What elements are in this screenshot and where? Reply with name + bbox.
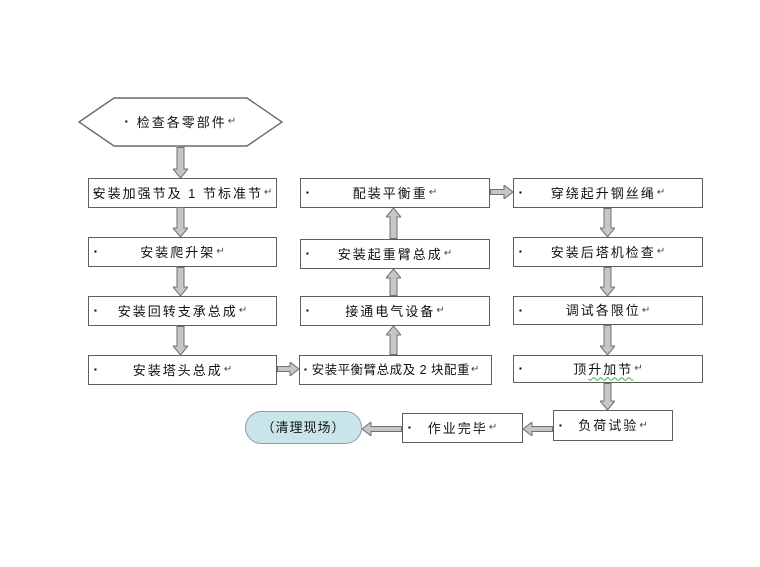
node-install-climb-frame: ▪ 安装爬升架 ↵ <box>88 237 277 267</box>
arrow-adjust-limits-to-jack-up <box>600 325 615 355</box>
arrow-post-install-check-to-adjust-limits <box>600 267 615 296</box>
arrow-load-test-to-work-done <box>523 422 553 436</box>
bullet-icon: ▪ <box>94 365 97 374</box>
bullet-icon: ▪ <box>94 247 97 256</box>
node-label: 安装起重臂总成 <box>337 246 443 262</box>
bullet-icon: ▪ <box>94 306 97 315</box>
node-label: 接通电气设备 <box>345 303 436 319</box>
bullet-icon: ▪ <box>306 188 309 197</box>
arrow-work-done-to-clean-site <box>362 422 402 436</box>
bullet-icon: ▪ <box>306 249 309 258</box>
node-label: 安装后塔机检查 <box>550 244 656 260</box>
node-install-jib: ▪ 安装起重臂总成 ↵ <box>300 239 490 269</box>
node-label: 穿绕起升钢丝绳 <box>550 185 656 201</box>
bullet-icon: ▪ <box>306 306 309 315</box>
return-mark: ↵ <box>436 305 445 316</box>
bullet-icon: ▪ <box>519 247 522 256</box>
node-work-done: ▪ 作业完毕 ↵ <box>402 413 523 443</box>
node-connect-electric: ▪ 接通电气设备 ↵ <box>300 296 490 326</box>
bullet-icon: ▪ <box>124 117 128 126</box>
return-mark: ↵ <box>639 419 648 431</box>
bullet-icon: ▪ <box>559 420 562 430</box>
return-mark: ↵ <box>656 246 666 257</box>
return-mark: ↵ <box>216 246 225 257</box>
return-mark: ↵ <box>443 248 453 259</box>
node-label: 配装平衡重 <box>352 185 428 201</box>
node-label: 安装加强节及 1 节标准节 <box>92 185 264 201</box>
node-install-balance-arm: ▪ 安装平衡臂总成及 2 块配重 ↵ <box>299 355 492 385</box>
bullet-icon: ▪ <box>408 423 411 432</box>
node-jack-up: ▪ 顶升加节 ↵ <box>513 355 703 383</box>
node-label: 安装平衡臂总成及 2 块配重 <box>311 362 470 377</box>
node-label: 负荷试验 <box>578 418 639 433</box>
return-mark: ↵ <box>227 116 237 127</box>
arrow-reeve-wire-rope-to-post-install-check <box>600 208 615 237</box>
return-mark: ↵ <box>428 187 438 198</box>
node-label: 检查各零部件 <box>136 114 227 130</box>
bullet-icon: ▪ <box>519 305 522 315</box>
node-label: 安装爬升架 <box>140 244 216 260</box>
node-install-slewing: ▪ 安装回转支承总成 ↵ <box>88 296 277 326</box>
return-mark: ↵ <box>471 364 480 375</box>
hexagon-shape <box>78 97 283 147</box>
arrow-jack-up-to-load-test <box>600 383 615 410</box>
bullet-icon: ▪ <box>94 188 97 197</box>
arrow-slewing-to-tower-head <box>173 326 188 355</box>
node-post-install-check: ▪ 安装后塔机检查 ↵ <box>513 237 703 267</box>
node-label-head: 顶 <box>573 361 589 377</box>
node-label: 安装回转支承总成 <box>117 303 238 319</box>
bullet-icon: ▪ <box>519 188 522 197</box>
arrow-check-parts-to-install-reinforce <box>173 147 188 178</box>
node-label: 作业完毕 <box>427 420 488 436</box>
return-mark: ↵ <box>634 363 643 374</box>
arrow-connect-electric-to-install-jib <box>386 269 401 296</box>
node-label: 调试各限位 <box>565 303 641 318</box>
return-mark: ↵ <box>238 305 248 316</box>
arrow-climb-frame-to-slewing <box>173 267 188 296</box>
node-load-test: ▪ 负荷试验 ↵ <box>553 410 673 441</box>
node-adjust-limits: ▪ 调试各限位 ↵ <box>513 296 703 325</box>
return-mark: ↵ <box>641 304 651 316</box>
node-label-misspelled: 升加节 <box>588 361 634 377</box>
node-reeve-wire-rope: ▪ 穿绕起升钢丝绳 ↵ <box>513 178 703 208</box>
arrow-balance-arm-to-connect-electric <box>386 326 401 355</box>
return-mark: ↵ <box>223 364 233 375</box>
node-install-tower-head: ▪ 安装塔头总成 ↵ <box>88 355 277 385</box>
arrow-install-jib-to-fit-counterweight <box>386 208 401 239</box>
return-mark: ↵ <box>656 187 666 198</box>
node-clean-site: （清理现场） <box>245 411 362 444</box>
bullet-icon: ▪ <box>519 364 522 373</box>
return-mark: ↵ <box>488 422 498 433</box>
node-fit-counterweight: ▪ 配装平衡重 ↵ <box>300 178 490 208</box>
node-install-reinforce: ▪ 安装加强节及 1 节标准节 ↵ <box>88 178 277 208</box>
return-mark: ↵ <box>264 187 273 198</box>
node-label: 安装塔头总成 <box>132 362 223 378</box>
arrow-install-reinforce-to-climb-frame <box>173 207 188 237</box>
arrow-tower-head-to-balance-arm <box>277 362 299 376</box>
arrow-fit-counterweight-to-reeve-wire-rope <box>490 185 513 199</box>
bullet-icon: ▪ <box>304 365 307 374</box>
node-check-parts: ▪ 检查各零部件 ↵ <box>78 97 283 147</box>
node-label: （清理现场） <box>261 420 346 435</box>
